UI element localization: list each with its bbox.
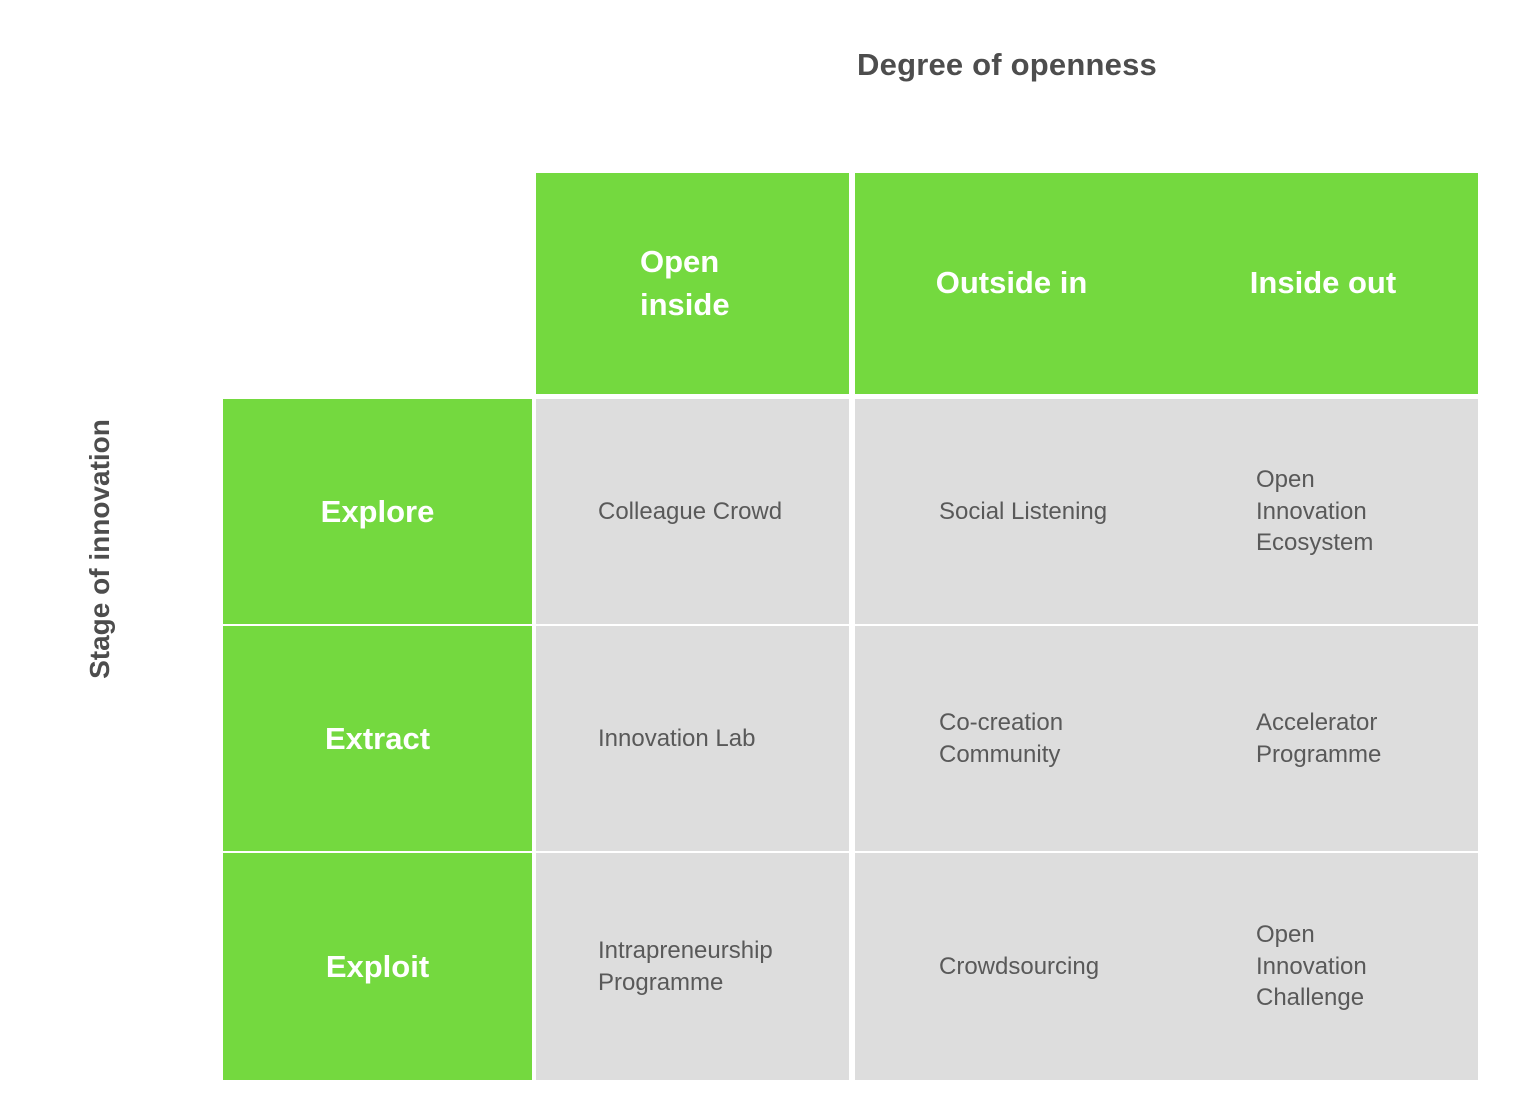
matrix-cell-explore-outside-in: Social Listening [855,399,1168,624]
top-axis-title: Degree of openness [857,47,1157,82]
matrix-cell-label: Crowdsourcing [939,952,1100,980]
matrix-cell-label: Social Listening [939,497,1108,525]
matrix-cell-extract-open-inside: Innovation Lab [536,626,849,851]
matrix-cell-explore-open-inside: Colleague Crowd [536,399,849,624]
matrix-cell-exploit-outside-in: Crowdsourcing [855,853,1168,1080]
column-header-inside-out: Inside out [1168,173,1478,394]
matrix-cell-label: Colleague Crowd [598,497,783,525]
matrix-cell-label: Innovation Lab [598,724,756,752]
left-axis-title: Stage of innovation [84,419,115,679]
row-header-explore: Explore [223,399,532,624]
row-header-exploit: Exploit [223,853,532,1080]
column-header-outside-in: Outside in [855,173,1168,394]
row-header-extract: Extract [223,626,532,851]
